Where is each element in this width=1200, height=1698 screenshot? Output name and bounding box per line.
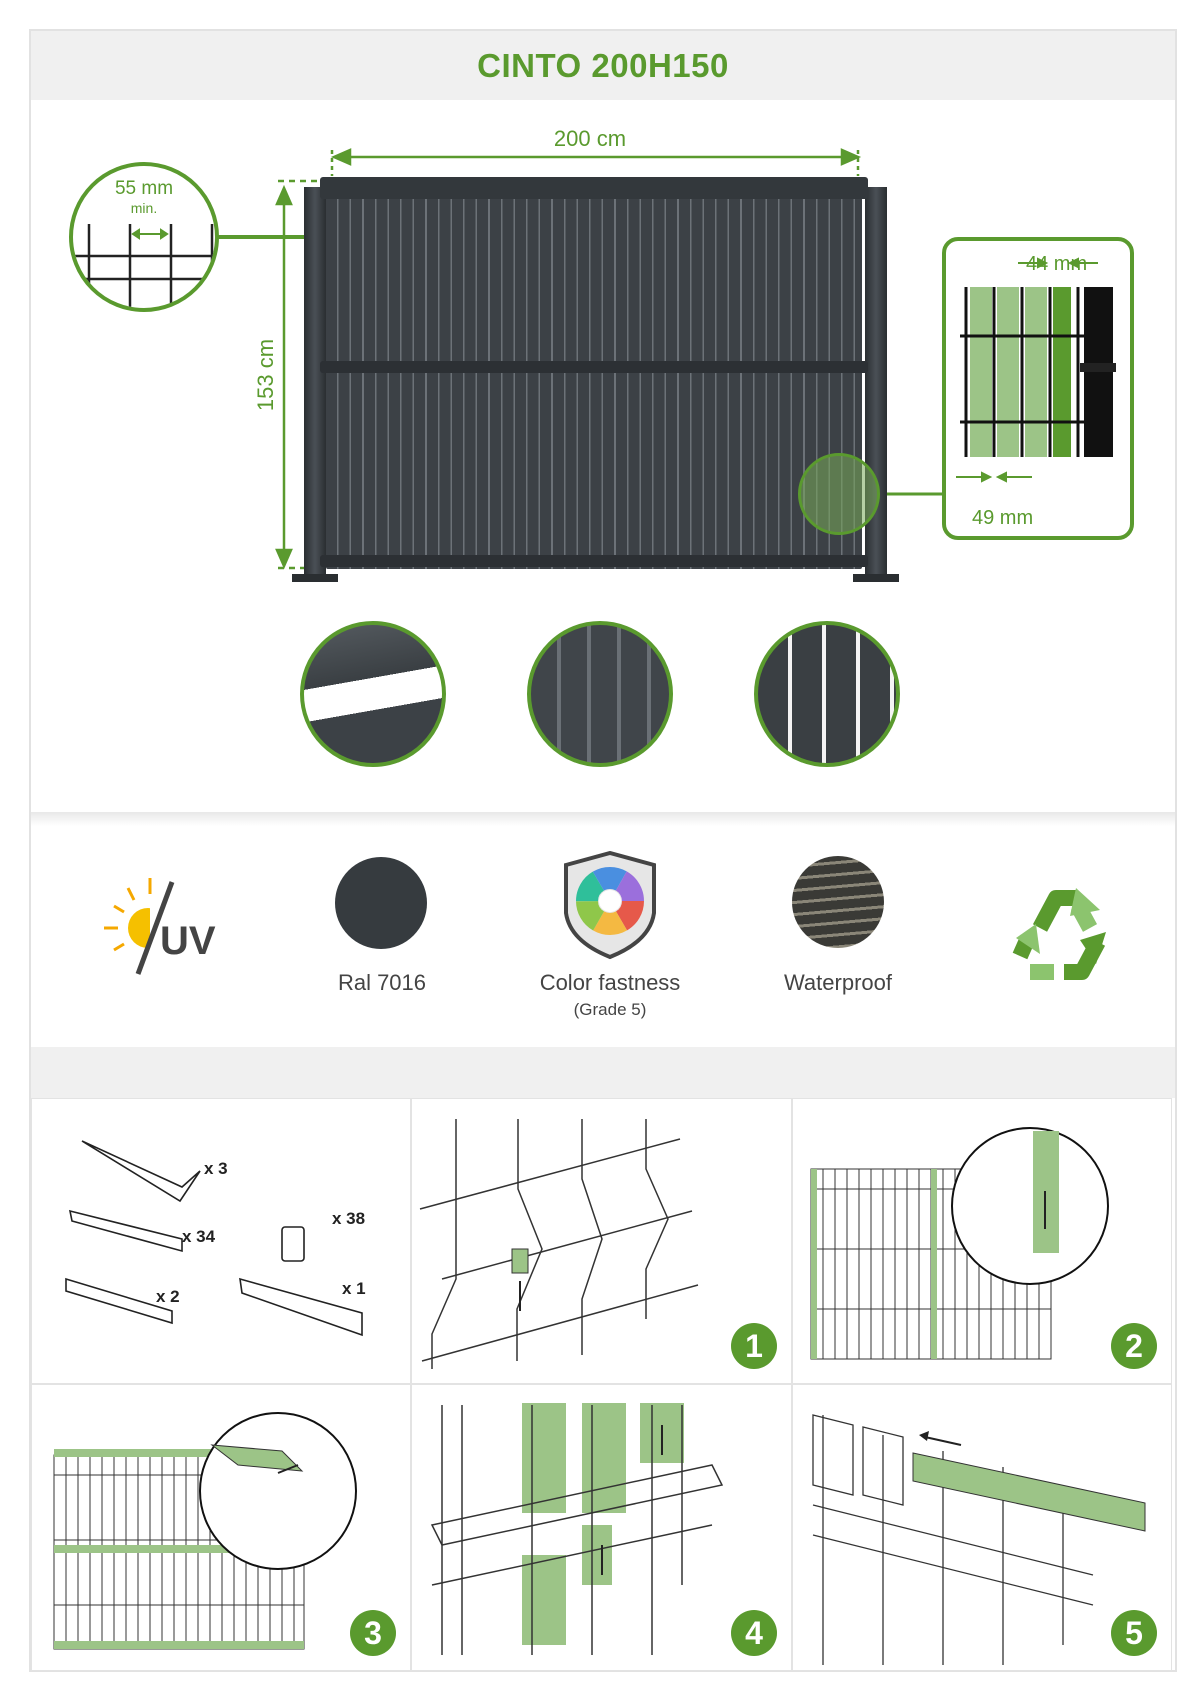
feature-label-color-fastness: Color fastness bbox=[539, 970, 681, 995]
kit-qty-clip: x 38 bbox=[332, 1209, 366, 1228]
height-label: 153 cm bbox=[253, 338, 278, 412]
step-2-cell: 2 bbox=[792, 1098, 1172, 1384]
step-number-2: 2 bbox=[1111, 1323, 1157, 1369]
kit-contents-cell: x 3 x 38 x 34 x 2 x 1 bbox=[31, 1098, 411, 1384]
kit-qty-short-slat: x 2 bbox=[156, 1287, 180, 1306]
top-cap-rail bbox=[320, 177, 868, 199]
slat-dimension-box: 44 mm 49 mm bbox=[942, 237, 1134, 540]
product-sheet-frame bbox=[29, 29, 1177, 1672]
section-divider bbox=[31, 812, 1175, 826]
slat-width-label: 44 mm bbox=[1026, 253, 1088, 275]
left-post bbox=[304, 187, 326, 579]
step-5-cell: 5 bbox=[792, 1384, 1172, 1671]
fence-panel-image bbox=[320, 177, 868, 569]
water-drops-icon bbox=[792, 856, 884, 948]
bottom-rail bbox=[320, 555, 868, 567]
kit-qty-bottom-profile: x 1 bbox=[342, 1279, 366, 1298]
slat-detail-highlight bbox=[798, 453, 880, 535]
color-fastness-shield-icon bbox=[562, 851, 658, 961]
uv-text: UV bbox=[160, 919, 216, 963]
width-label: 200 cm bbox=[553, 126, 627, 151]
left-post-base bbox=[292, 574, 338, 582]
feature-label-waterproof: Waterproof bbox=[783, 970, 892, 995]
mesh-min-label: min. bbox=[130, 200, 158, 216]
color-swatch-icon bbox=[335, 857, 427, 949]
detail-photo-bottom bbox=[754, 621, 900, 767]
mesh-detail-circle: 55 mm min. bbox=[69, 162, 219, 312]
feature-label-ral: Ral 7016 bbox=[337, 970, 427, 995]
step-4-cell: 4 bbox=[411, 1384, 792, 1671]
feature-sublabel-grade: (Grade 5) bbox=[573, 1000, 647, 1019]
detail-photo-clip bbox=[527, 621, 673, 767]
right-post-base bbox=[853, 574, 899, 582]
recycle-icon bbox=[1006, 880, 1114, 988]
detail-photo-top-cap bbox=[300, 621, 446, 767]
instructions-header-band bbox=[31, 1047, 1175, 1098]
middle-rail bbox=[320, 361, 868, 373]
step-1-cell: 1 bbox=[411, 1098, 792, 1384]
step-number-1: 1 bbox=[731, 1323, 777, 1369]
kit-qty-slat: x 34 bbox=[182, 1227, 216, 1246]
step-number-5: 5 bbox=[1111, 1610, 1157, 1656]
step-3-cell: 3 bbox=[31, 1384, 411, 1671]
kit-qty-top-cap: x 3 bbox=[204, 1159, 228, 1178]
step-number-3: 3 bbox=[350, 1610, 396, 1656]
title-bar: CINTO 200H150 bbox=[31, 31, 1175, 100]
mesh-spacing-label: 55 mm bbox=[114, 178, 174, 199]
step-number-4: 4 bbox=[731, 1610, 777, 1656]
uv-resistant-icon: UV bbox=[100, 870, 230, 980]
product-title: CINTO 200H150 bbox=[477, 46, 729, 84]
slat-pitch-label: 49 mm bbox=[972, 507, 1034, 529]
